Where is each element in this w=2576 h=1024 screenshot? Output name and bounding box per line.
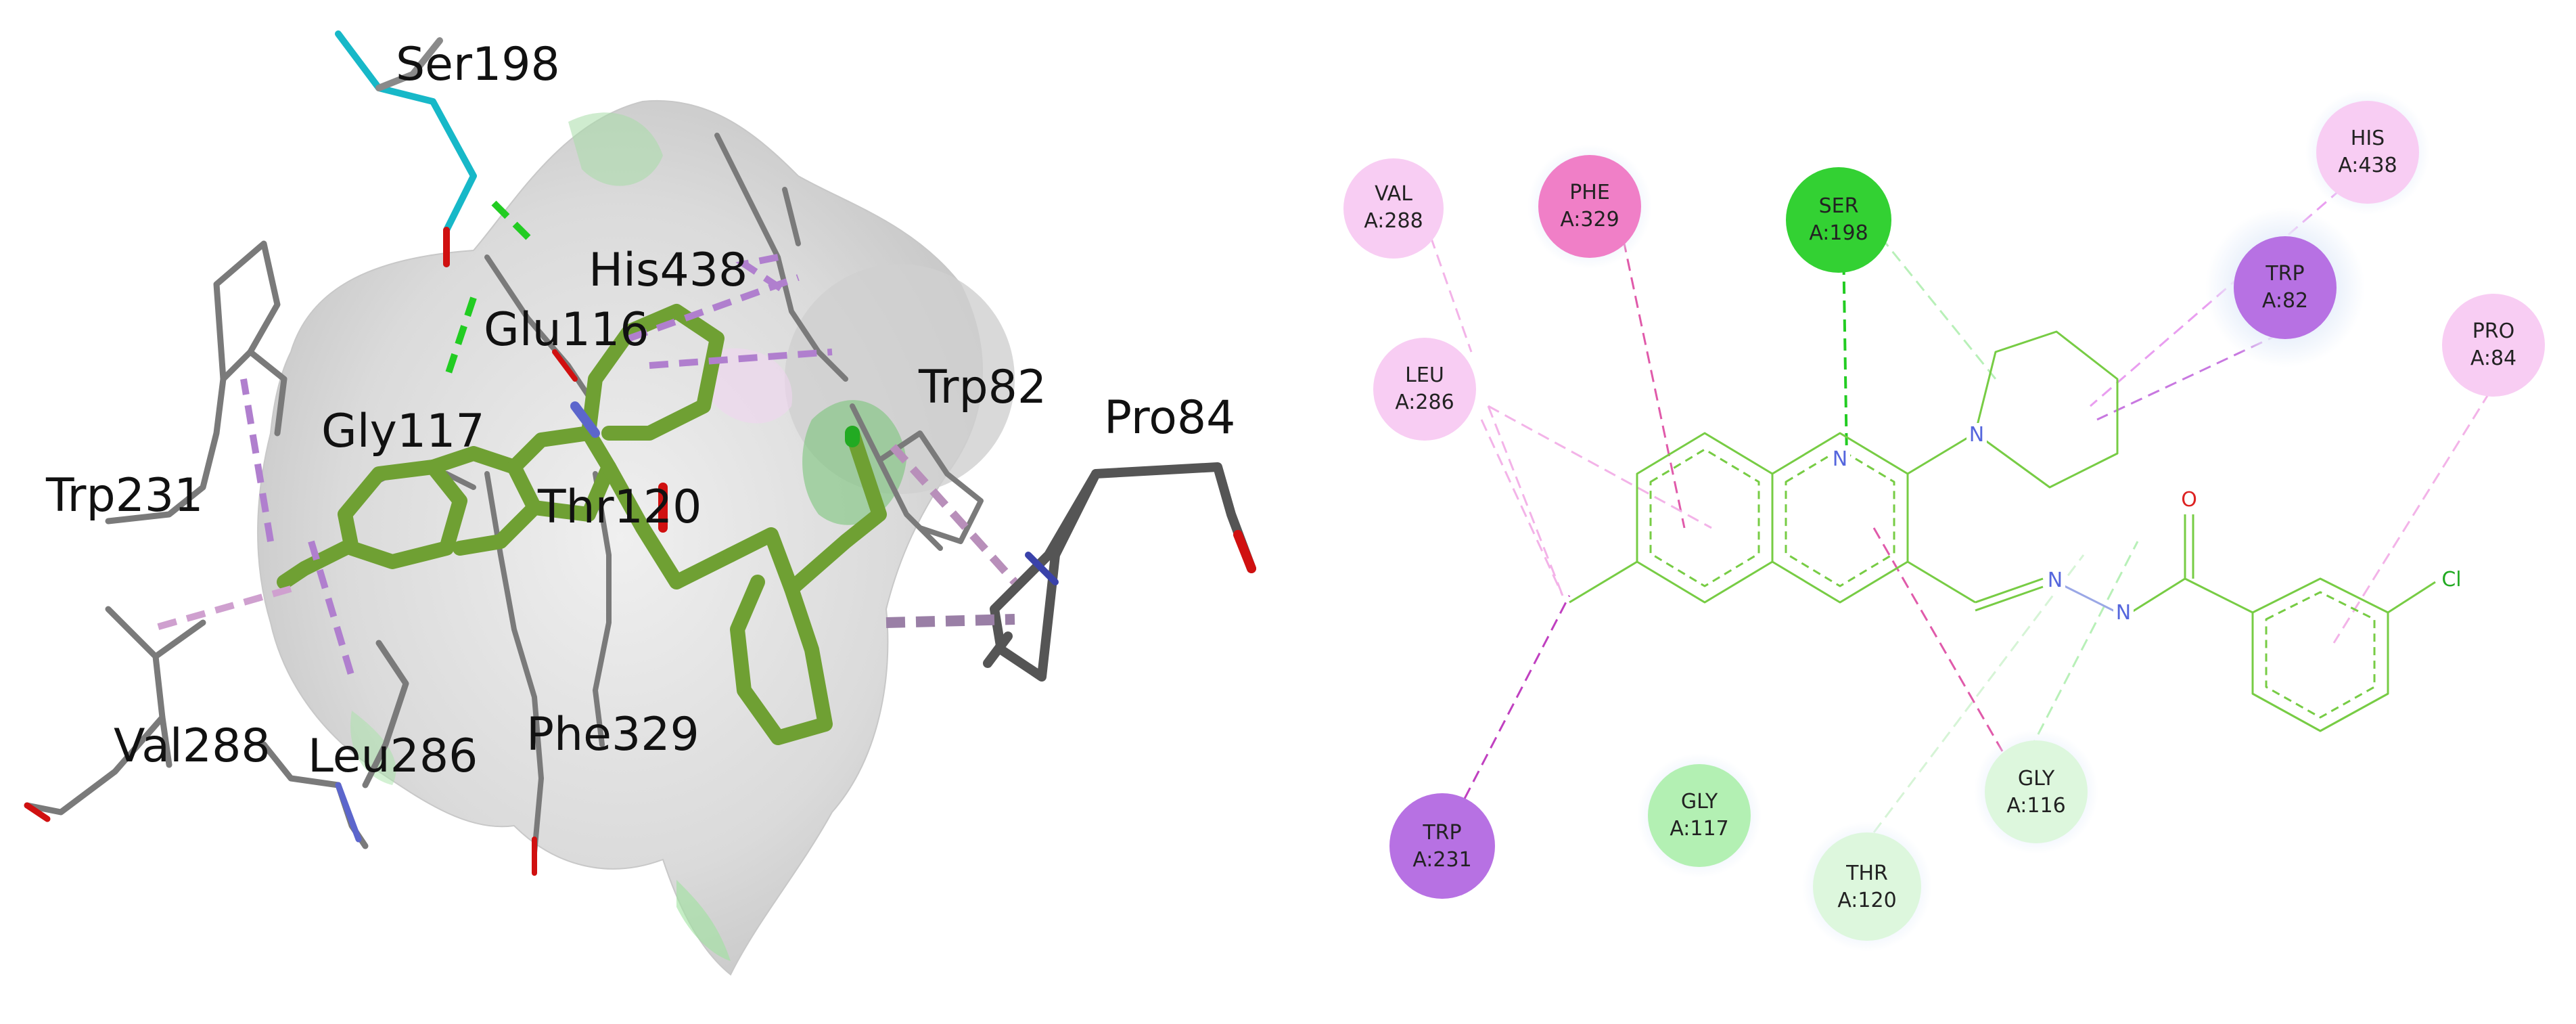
label-val288: Val288 xyxy=(114,719,271,773)
interaction-dashes-3d xyxy=(147,200,1018,678)
residue-discs: VAL A:288 PHE A:329 SER A:198 HIS A: xyxy=(1343,90,2545,952)
interaction-lines-2d xyxy=(1429,188,2491,833)
label-glu116: Glu116 xyxy=(484,303,649,357)
label-ser198: Ser198 xyxy=(396,38,560,91)
residue-gly116: GLY A:116 xyxy=(1974,730,2098,854)
label-leu286: Leu286 xyxy=(308,730,478,783)
leu286-sticks xyxy=(260,640,409,849)
ser198-sticks xyxy=(335,30,477,267)
residue-leu286: LEU A:286 xyxy=(1373,338,1476,441)
binding-surface xyxy=(257,99,1015,976)
atom-n-piperidine: N xyxy=(1969,423,1984,447)
residue-val288: VAL A:288 xyxy=(1343,158,1444,259)
left-3d-panel: Ser198 His438 Glu116 Gly117 Trp82 Pro84 … xyxy=(24,30,1256,976)
atom-cl: Cl xyxy=(2441,568,2461,592)
residue-phe329-name: PHE xyxy=(1569,181,1610,204)
residue-ser198-name: SER xyxy=(1819,194,1859,218)
residue-trp231-id: A:231 xyxy=(1412,848,1471,872)
residue-his438-name: HIS xyxy=(2351,127,2385,150)
atom-n-amide: N xyxy=(2116,601,2131,625)
residue-pro84-name: PRO xyxy=(2472,319,2515,343)
trp82-sticks xyxy=(850,403,984,551)
ring-chlorophenyl-aromatic xyxy=(2265,591,2376,719)
surface-main-lobe xyxy=(257,99,983,976)
label-trp82: Trp82 xyxy=(918,361,1046,414)
residue-pro84-id: A:84 xyxy=(2470,347,2516,370)
residue-val288-id: A:288 xyxy=(1364,209,1423,233)
residue-leu286-name: LEU xyxy=(1405,363,1444,387)
surface-pink-patch xyxy=(710,348,793,424)
residue-trp82-id: A:82 xyxy=(2262,289,2308,313)
ring-benzo xyxy=(1636,432,1774,604)
residue-gly116-name: GLY xyxy=(2018,767,2055,791)
residue-pro84: PRO A:84 xyxy=(2442,294,2545,397)
residue-thr120: THR A:120 xyxy=(1802,822,1932,952)
ligand-sticks xyxy=(277,304,887,745)
residue-trp82-name: TRP xyxy=(2265,262,2304,286)
right-2d-panel: N N N N O Cl VAL A:288 PHE A:329 xyxy=(1343,90,2545,952)
trp231-sticks xyxy=(105,240,288,525)
residue-trp231: TRP A:231 xyxy=(1389,793,1495,899)
ligand-hetero xyxy=(570,401,668,533)
atom-o-carbonyl: O xyxy=(2181,488,2197,512)
residue-gly117-name: GLY xyxy=(1681,790,1718,814)
atom-n-imine: N xyxy=(2048,569,2063,592)
residue-trp231-name: TRP xyxy=(1422,821,1461,845)
val288-sticks xyxy=(24,606,206,822)
residue-ser198-id: A:198 xyxy=(1809,221,1868,245)
residue-labels-3d: Ser198 His438 Glu116 Gly117 Trp82 Pro84 … xyxy=(45,38,1235,783)
label-thr120: Thr120 xyxy=(537,481,702,534)
label-phe329: Phe329 xyxy=(526,708,699,761)
ring-chlorophenyl xyxy=(2251,577,2389,732)
residue-trp82: TRP A:82 xyxy=(2205,208,2365,368)
atom-n-quinoline: N xyxy=(1833,447,1847,471)
residue-his438-id: A:438 xyxy=(2338,154,2397,177)
residue-val288-name: VAL xyxy=(1375,182,1412,206)
label-his438: His438 xyxy=(589,244,748,297)
label-trp231: Trp231 xyxy=(45,469,203,522)
surface-green-patch-left xyxy=(350,711,396,785)
surface-green-patch-bottom xyxy=(676,880,731,961)
residue-his438: HIS A:438 xyxy=(2305,90,2430,215)
residue-phe329: PHE A:329 xyxy=(1527,144,1652,269)
residue-gly117-id: A:117 xyxy=(1670,817,1728,841)
label-gly117: Gly117 xyxy=(321,405,485,458)
surface-green-patch-top xyxy=(568,112,663,186)
ring-benzo-aromatic xyxy=(1649,448,1760,587)
residue-thr120-id: A:120 xyxy=(1837,889,1896,912)
ligand-2d xyxy=(1569,330,2436,732)
atom-labels: N N N N O Cl xyxy=(1830,423,2462,625)
residue-gly116-id: A:116 xyxy=(2006,794,2065,818)
residue-phe329-id: A:329 xyxy=(1560,208,1619,231)
residue-thr120-name: THR xyxy=(1845,862,1888,885)
thr120-sticks xyxy=(593,471,612,747)
residue-leu286-id: A:286 xyxy=(1395,391,1454,414)
label-pro84: Pro84 xyxy=(1104,391,1235,445)
glu116-sticks xyxy=(484,254,598,409)
ring-piperidine xyxy=(1974,330,2119,489)
residue-ser198: SER A:198 xyxy=(1786,167,1891,273)
pro84-sticks xyxy=(983,462,1256,682)
residue-gly117: GLY A:117 xyxy=(1637,753,1762,878)
